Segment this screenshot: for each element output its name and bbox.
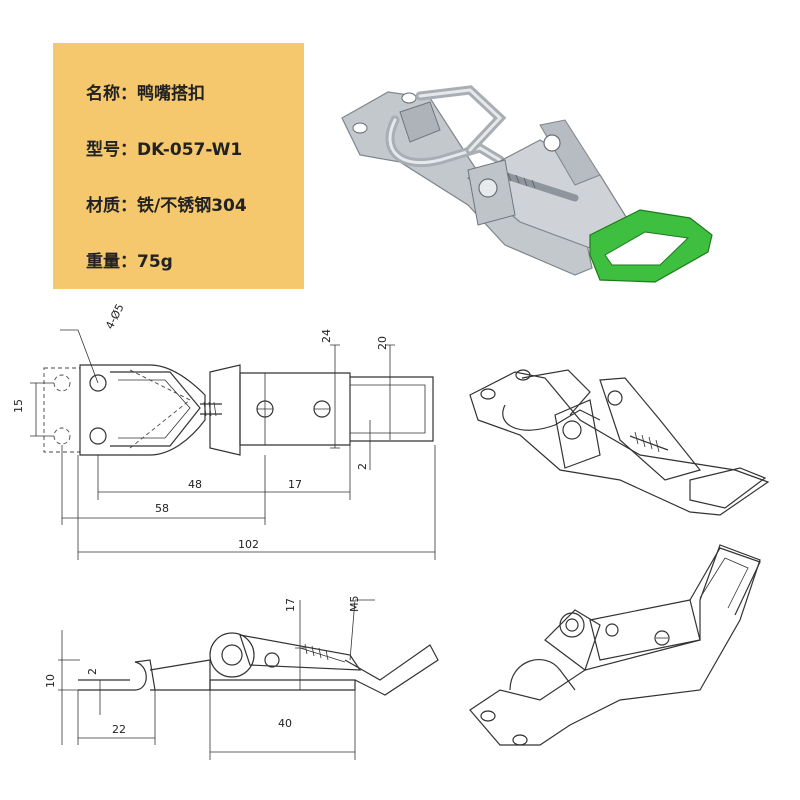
product-name: 名称：鸭嘴搭扣 bbox=[86, 84, 205, 104]
dim-48: 48 bbox=[188, 478, 202, 491]
dim-24: 24 bbox=[320, 329, 333, 343]
product-model: 型号：DK-057-W1 bbox=[86, 140, 243, 160]
top-view-drawing: 15 4-Ø5 24 20 2 48 17 58 102 bbox=[12, 302, 436, 560]
dim-m5: M5 bbox=[348, 596, 361, 613]
dim-17: 17 bbox=[288, 478, 302, 491]
isometric-drawing-closed bbox=[469, 369, 770, 516]
product-weight: 重量：75g bbox=[86, 252, 173, 272]
dim-22: 22 bbox=[112, 723, 126, 736]
dim-20: 20 bbox=[376, 336, 389, 350]
product-material: 材质：铁/不锈钢304 bbox=[86, 196, 247, 216]
dim-58: 58 bbox=[155, 502, 169, 515]
product-info-card: 名称：鸭嘴搭扣 型号：DK-057-W1 材质：铁/不锈钢304 重量：75g bbox=[53, 43, 304, 289]
product-render bbox=[341, 85, 713, 283]
dim-2: 2 bbox=[356, 463, 369, 470]
dim-hole-spec: 4-Ø5 bbox=[103, 302, 127, 332]
dim-40: 40 bbox=[278, 717, 292, 730]
side-view-drawing: 10 2 22 40 17 M5 bbox=[44, 596, 439, 760]
dim-102: 102 bbox=[238, 538, 259, 551]
dim-10: 10 bbox=[44, 674, 57, 688]
dim-15: 15 bbox=[12, 399, 25, 413]
isometric-drawing-open bbox=[469, 544, 761, 746]
dim-side-17: 17 bbox=[284, 598, 297, 612]
dim-side-2: 2 bbox=[86, 668, 99, 675]
